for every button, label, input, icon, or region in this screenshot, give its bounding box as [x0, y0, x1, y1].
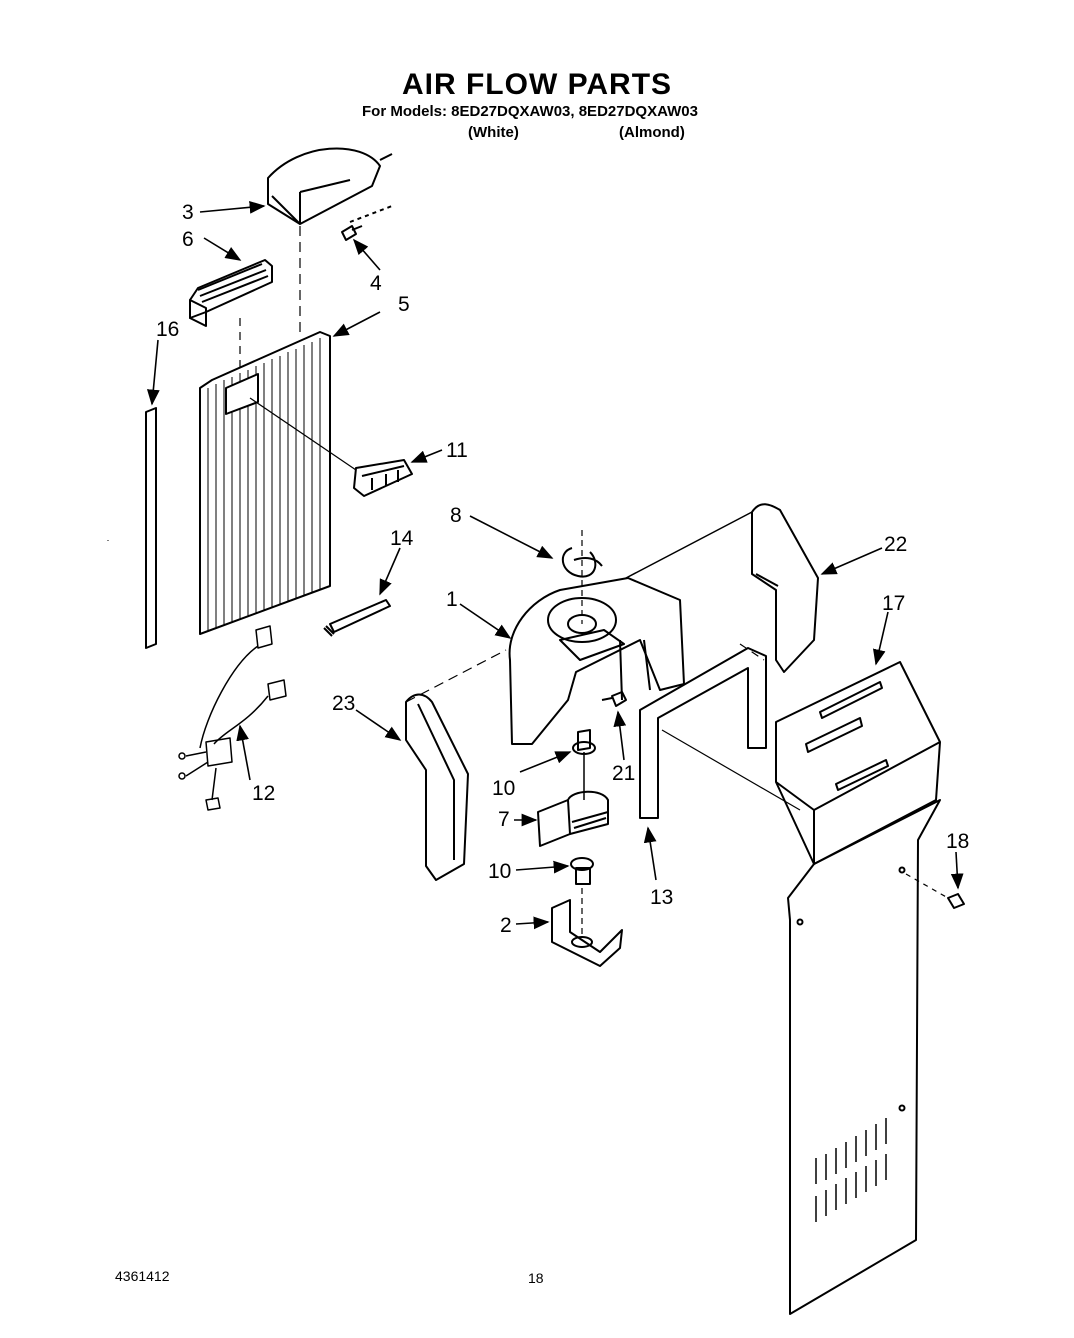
part-12-wiring-harness — [178, 625, 287, 811]
callout-1: 1 — [446, 588, 458, 611]
callout-14: 14 — [390, 527, 414, 550]
part-1-fan-shroud — [508, 577, 685, 745]
callout-16: 16 — [156, 318, 179, 341]
callout-22: 22 — [884, 533, 907, 556]
callout-5: 5 — [398, 293, 410, 316]
page-title: AIR FLOW PARTS — [401, 68, 673, 101]
part-10-grommet-lower — [570, 857, 594, 885]
part-13-u-channel — [639, 647, 767, 819]
part-10-grommet-upper — [572, 729, 596, 755]
models-line: For Models: 8ED27DQXAW03, 8ED27DQXAW03 — [362, 103, 698, 120]
callout-2: 2 — [500, 914, 512, 937]
part-4-screw — [341, 225, 363, 241]
callout-3: 3 — [182, 201, 194, 224]
part-2-motor-bracket — [551, 899, 623, 967]
part-5-evaporator-cover — [199, 331, 331, 635]
callout-4: 4 — [370, 272, 382, 295]
callout-10-upper: 10 — [492, 777, 515, 800]
part-14-sensor — [323, 599, 391, 637]
callout-17: 17 — [882, 592, 905, 615]
callout-13: 13 — [650, 886, 673, 909]
part-18-screw — [947, 893, 965, 909]
part-21-screw — [601, 691, 627, 707]
callout-10-lower: 10 — [488, 860, 511, 883]
page-number: 18 — [528, 1270, 544, 1286]
part-17-air-duct — [775, 661, 941, 1315]
callout-21: 21 — [612, 762, 635, 785]
part-6-grille — [189, 259, 273, 327]
callout-6: 6 — [182, 228, 194, 251]
part-11-control — [353, 459, 413, 497]
part-23-side-duct — [405, 693, 469, 881]
callout-7: 7 — [498, 808, 510, 831]
callout-18: 18 — [946, 830, 969, 853]
part-3-duct-cover — [267, 147, 393, 225]
callout-11: 11 — [446, 439, 468, 462]
variant-white: (White) — [468, 124, 519, 141]
part-22-side-duct — [751, 503, 819, 673]
callout-23: 23 — [332, 692, 355, 715]
part-16-seal-strip — [145, 407, 157, 649]
callout-12: 12 — [252, 782, 275, 805]
part-8-fan-blade — [562, 530, 603, 624]
callout-8: 8 — [450, 504, 462, 527]
variant-almond: (Almond) — [619, 124, 685, 141]
part-number: 4361412 — [115, 1268, 170, 1284]
part-7-fan-motor — [537, 790, 609, 847]
